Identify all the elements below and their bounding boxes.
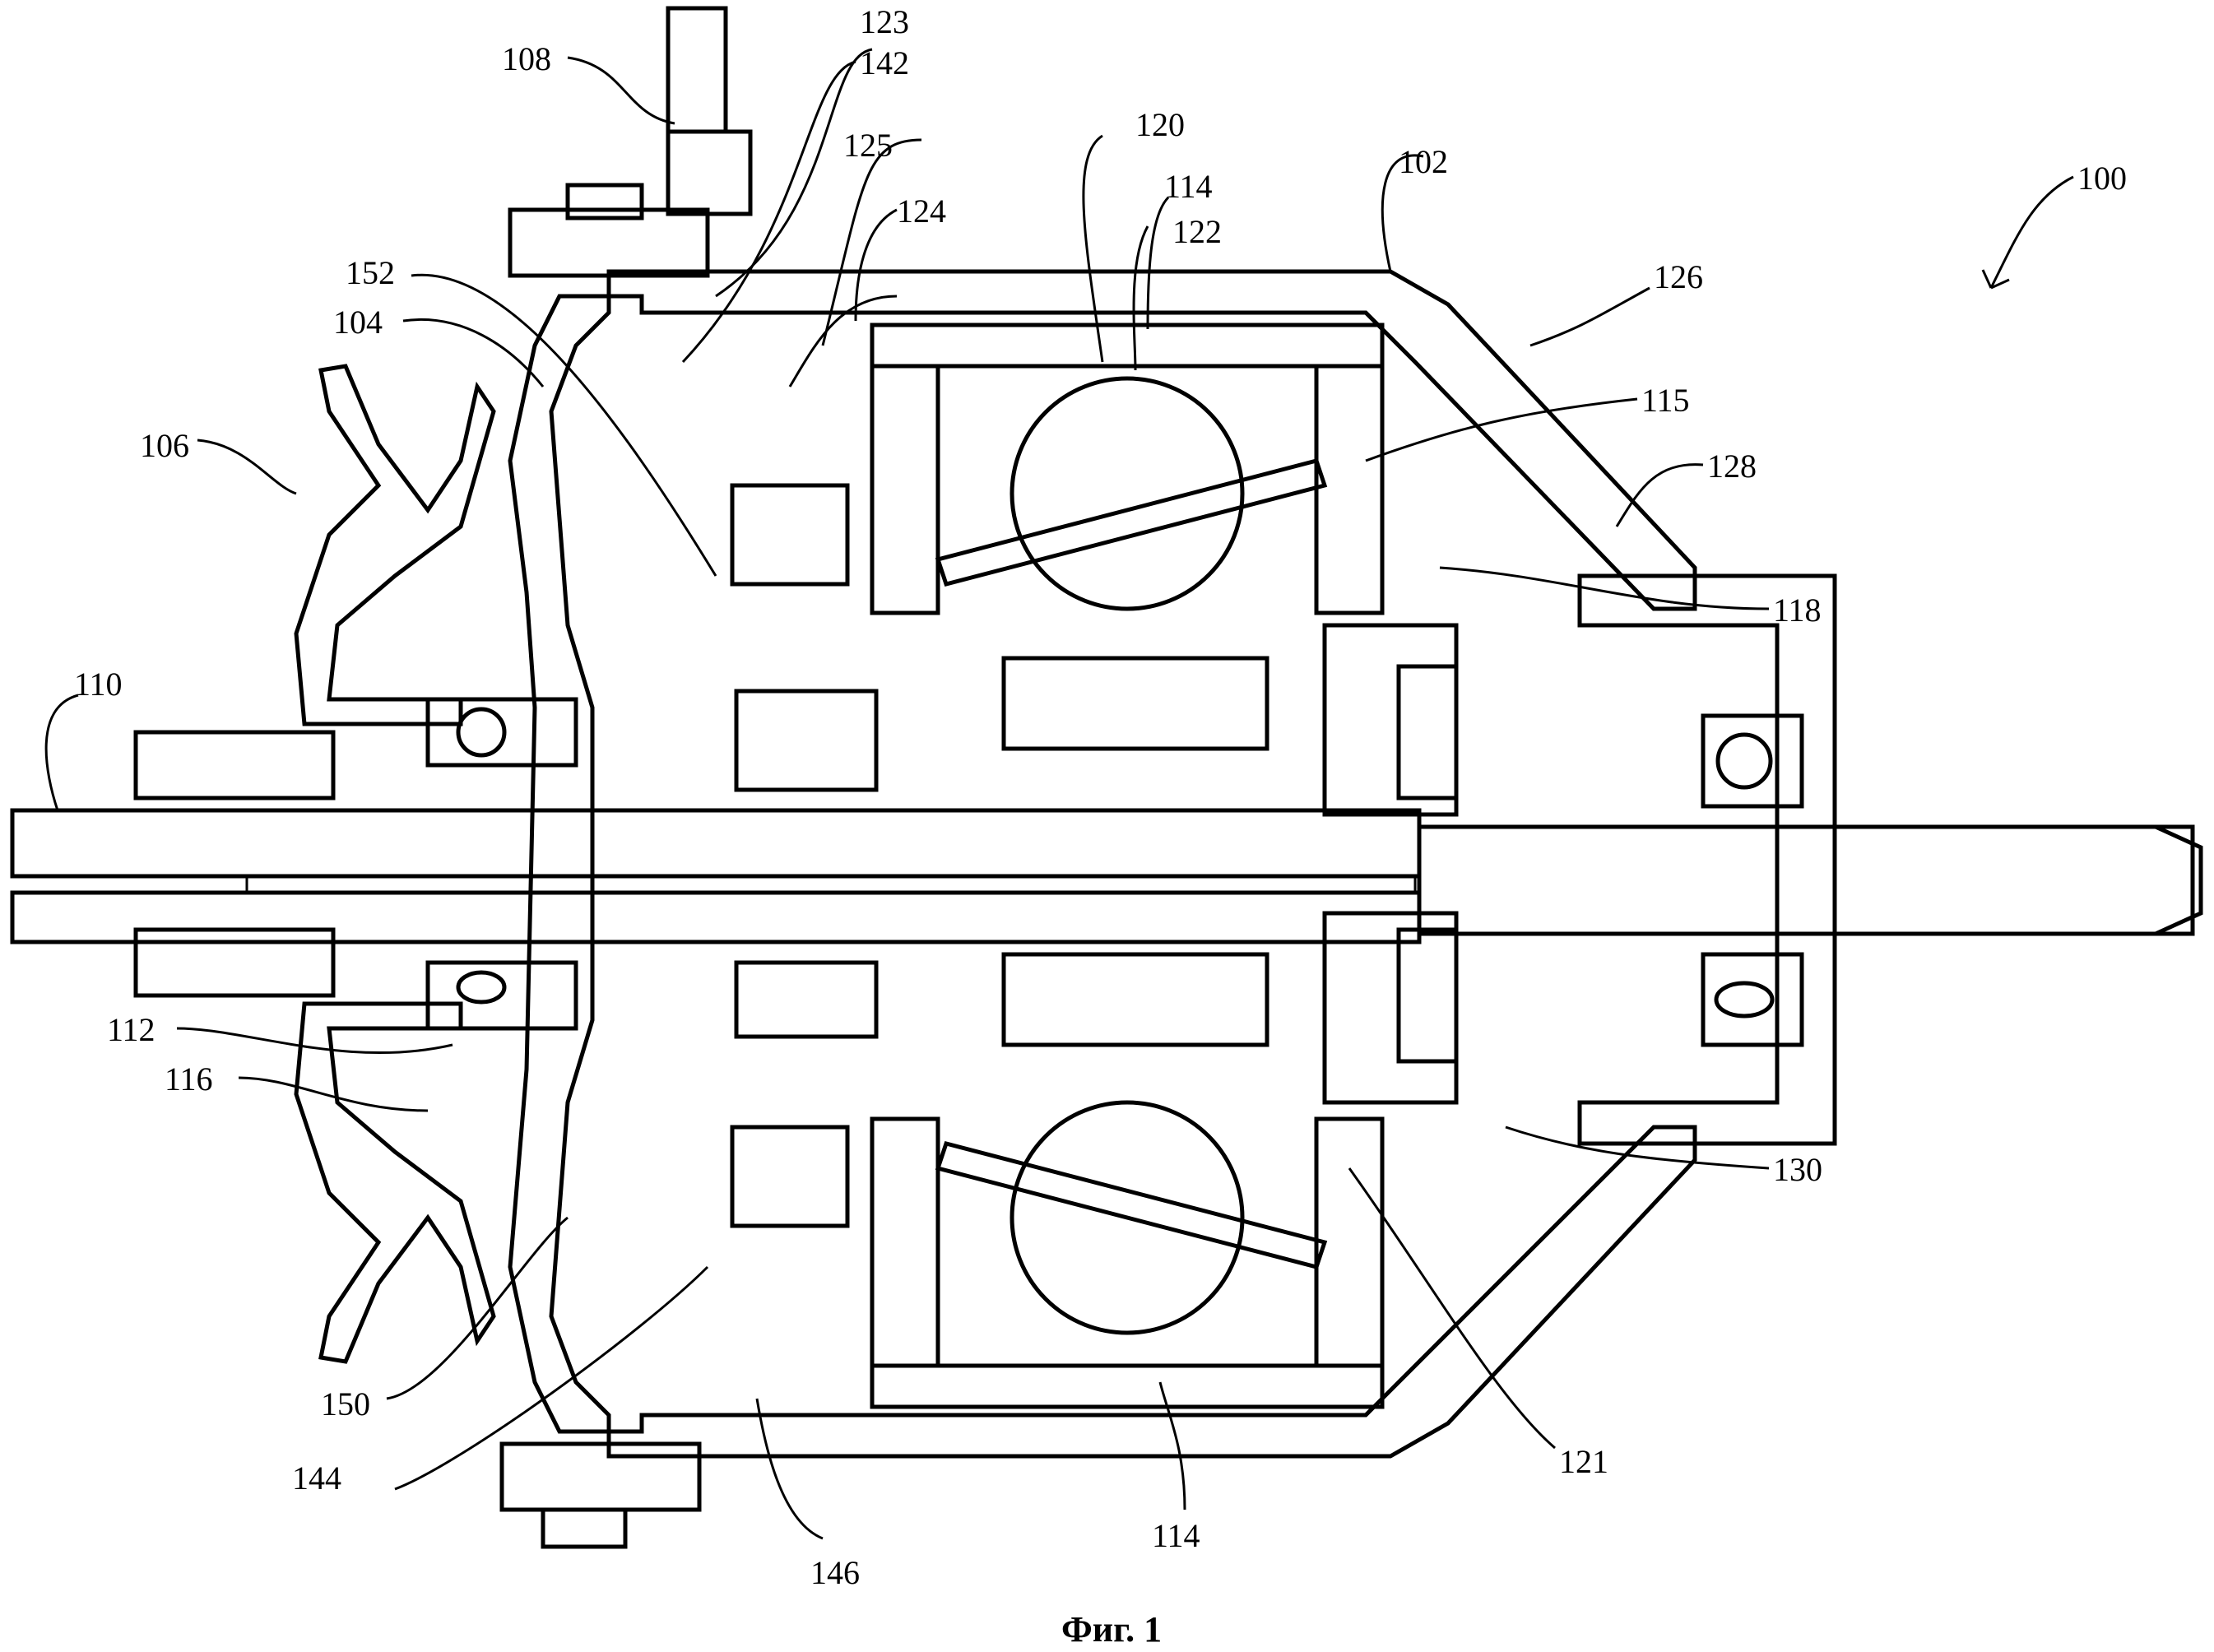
- reference-labels: 100 102 104 106 108 110 112 114 114 115 …: [74, 3, 2127, 1591]
- input-hub: [133, 730, 336, 998]
- bolt-bottom: [499, 1441, 702, 1549]
- bolt-top: [508, 6, 753, 278]
- label-142: 142: [860, 44, 909, 81]
- label-120: 120: [1135, 106, 1185, 143]
- label-126: 126: [1654, 258, 1703, 295]
- label-146: 146: [810, 1554, 860, 1591]
- figure-caption: Фиг. 1: [1061, 1609, 1162, 1650]
- pulley: [294, 364, 496, 1364]
- front-bearing-top: [425, 697, 578, 768]
- label-150: 150: [321, 1385, 370, 1422]
- ball-planet-top: [935, 376, 1328, 611]
- label-118: 118: [1773, 592, 1822, 629]
- front-plate: [508, 294, 611, 1434]
- label-144: 144: [292, 1459, 341, 1497]
- label-128: 128: [1707, 448, 1757, 485]
- leader-lines: [44, 48, 2074, 1540]
- front-bearing-bottom: [425, 960, 578, 1031]
- label-125: 125: [843, 127, 893, 164]
- label-123: 123: [860, 3, 909, 40]
- traction-ring-bottom: [1322, 911, 1459, 1105]
- label-106: 106: [140, 427, 189, 464]
- label-122: 122: [1172, 213, 1222, 250]
- carrier-top: [870, 323, 1385, 751]
- label-104: 104: [333, 304, 383, 341]
- housing: [606, 269, 1837, 1459]
- label-116: 116: [165, 1060, 213, 1097]
- label-102: 102: [1399, 143, 1448, 180]
- label-108: 108: [502, 40, 551, 77]
- label-152: 152: [346, 254, 395, 291]
- label-130: 130: [1773, 1151, 1822, 1188]
- sun-gear-bottom: [730, 960, 879, 1228]
- rear-bearing-bottom: [1701, 952, 1804, 1047]
- label-114-top: 114: [1164, 168, 1213, 205]
- output-shaft: [1417, 824, 2203, 936]
- carrier-bottom: [870, 952, 1385, 1409]
- label-110: 110: [74, 666, 123, 703]
- rear-bearing-top: [1701, 713, 1804, 809]
- label-124: 124: [897, 193, 946, 230]
- label-100: 100: [2077, 160, 2127, 197]
- label-121: 121: [1559, 1443, 1608, 1480]
- traction-ring-top: [1322, 623, 1459, 817]
- sun-gear-top: [730, 483, 879, 792]
- input-shaft: [10, 808, 1422, 944]
- label-112: 112: [107, 1011, 155, 1048]
- label-115: 115: [1641, 382, 1690, 419]
- label-114-bottom: 114: [1152, 1517, 1200, 1554]
- ball-planet-bottom: [935, 1100, 1328, 1335]
